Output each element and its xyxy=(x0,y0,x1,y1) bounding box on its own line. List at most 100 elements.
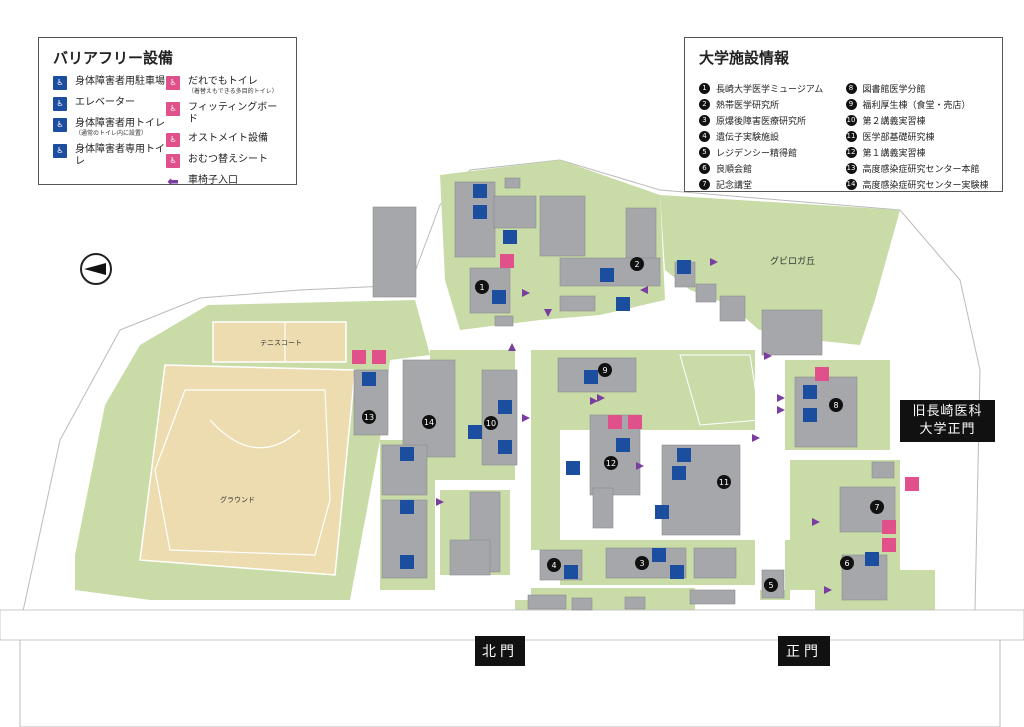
legend-label: エレベーター xyxy=(75,97,135,108)
building-number-marker: 10 xyxy=(484,416,498,430)
legend-label: 車椅子入口 xyxy=(188,175,239,186)
hill-green-area xyxy=(660,195,900,345)
facility-number: 12 xyxy=(845,146,857,158)
ostomate-icon: ♿ xyxy=(166,133,181,147)
facility-item: 10 第２講義実習棟 xyxy=(845,112,993,128)
building-11 xyxy=(661,444,741,536)
building-number-marker: 4 xyxy=(547,558,561,572)
old-main-gate-label: 旧長崎医科 大学正門 xyxy=(900,400,995,442)
legend-item: ♿ エレベーター xyxy=(53,97,166,111)
facility-label: 福利厚生棟（食堂・売店） xyxy=(862,100,971,111)
facility-label: 熱帯医学研究所 xyxy=(716,100,780,111)
legend-item: ⬅ 車椅子入口 xyxy=(166,175,284,189)
facility-number: 5 xyxy=(699,146,710,158)
facility-number: 2 xyxy=(699,98,710,110)
facility-label: 第１講義実習棟 xyxy=(862,148,926,159)
facility-number: 14 xyxy=(845,178,857,190)
building-dark-north xyxy=(372,206,417,298)
legend-label: だれでもトイレ（着替えもできる多目的トイレ） xyxy=(188,76,278,95)
fitting-board-icon: ♿ xyxy=(166,102,181,116)
facility-label: 良順会館 xyxy=(716,164,753,175)
legend-item: ♿ 身体障害者専用トイレ xyxy=(53,144,166,168)
building-number-marker: 3 xyxy=(635,556,649,570)
facility-item: 9 福利厚生棟（食堂・売店） xyxy=(845,96,993,112)
diaper-sheet-icon: ♿ xyxy=(166,154,181,168)
legend-note: （通常のトイレ内に設置） xyxy=(75,130,148,137)
building-number-marker: 2 xyxy=(630,257,644,271)
facility-item: 4 遺伝子実験施設 xyxy=(699,128,846,144)
barrier-free-title: バリアフリー設備 xyxy=(53,49,174,67)
legend-label: オストメイト設備 xyxy=(188,133,269,144)
facility-item: 3 原爆後障害医療研究所 xyxy=(699,112,846,128)
building-9 xyxy=(557,357,637,393)
facility-item: 5 レジデンシー精得館 xyxy=(699,144,846,160)
legend-note: （着替えもできる多目的トイレ） xyxy=(188,88,278,95)
building-number-marker: 11 xyxy=(717,475,731,489)
facility-label: 遺伝子実験施設 xyxy=(716,132,780,143)
universal-toilet-icon: ♿ xyxy=(166,76,181,90)
building-number-marker: 5 xyxy=(764,578,778,592)
legend-label: 身体障害者専用トイレ xyxy=(75,144,165,167)
facility-label: レジデンシー精得館 xyxy=(716,148,798,159)
legend-item: ♿ おむつ替えシート xyxy=(166,154,284,168)
building-number-marker: 14 xyxy=(422,415,436,429)
legend-label: 身体障害者用駐車場 xyxy=(75,76,165,87)
tennis-court xyxy=(212,321,347,363)
north-arrow-icon xyxy=(80,253,112,285)
main-gate-label: 正門 xyxy=(778,636,830,666)
legend-item: ♿ オストメイト設備 xyxy=(166,133,284,147)
facility-number: 13 xyxy=(845,162,857,174)
facility-number: 6 xyxy=(699,162,710,174)
facility-label: 第２講義実習棟 xyxy=(862,116,926,127)
building-14 xyxy=(402,359,456,458)
facility-label: 原爆後障害医療研究所 xyxy=(716,116,807,127)
facility-number: 4 xyxy=(699,130,710,142)
facility-label: 長崎大学医学ミュージアム xyxy=(716,84,824,95)
barrier-free-legend: バリアフリー設備 ♿身体障害者用駐車場♿エレベーター♿身体障害者用トイレ（通常の… xyxy=(38,37,297,189)
building-number-marker: 9 xyxy=(598,363,612,377)
legend-label: 身体障害者用トイレ（通常のトイレ内に設置） xyxy=(75,118,165,137)
facility-label: 図書館医学分館 xyxy=(862,84,926,95)
elevator-icon: ♿ xyxy=(53,97,67,111)
north-gate-label: 北門 xyxy=(475,636,525,666)
legend-label: フィッティングボード xyxy=(188,102,278,125)
building-number-marker: 8 xyxy=(829,398,843,412)
hill-label: グビロガ丘 xyxy=(770,257,816,267)
old-gate-line2: 大学正門 xyxy=(919,422,976,437)
facility-number: 8 xyxy=(845,82,857,94)
legend-item: ♿ 身体障害者用駐車場 xyxy=(53,76,166,90)
facility-item: 12 第１講義実習棟 xyxy=(845,144,993,160)
wheelchair-entrance-arrow-icon: ⬅ xyxy=(167,174,179,190)
facility-number: 9 xyxy=(845,98,857,110)
building-number-marker: 6 xyxy=(840,556,854,570)
facility-item: 2 熱帯医学研究所 xyxy=(699,96,846,112)
sports-ground xyxy=(139,364,356,576)
facility-item: 1 長崎大学医学ミュージアム xyxy=(699,80,846,96)
parking-accessible-icon: ♿ xyxy=(53,76,67,90)
legend-label: おむつ替えシート xyxy=(188,154,269,165)
facility-number: 10 xyxy=(845,114,857,126)
facility-number: 1 xyxy=(699,82,710,94)
tennis-court-label: テニスコート xyxy=(260,339,302,347)
legend-item: ♿ だれでもトイレ（着替えもできる多目的トイレ） xyxy=(166,76,284,95)
legend-item: ♿ フィッティングボード xyxy=(166,102,284,126)
facility-item: 8 図書館医学分館 xyxy=(845,80,993,96)
old-gate-line1: 旧長崎医科 xyxy=(912,404,983,419)
building-number-marker: 7 xyxy=(870,500,884,514)
facility-label: 記念講堂 xyxy=(716,180,753,191)
ground-label: グラウンド xyxy=(220,496,255,504)
facility-item: 13 高度感染症研究センター本館 xyxy=(845,160,993,176)
accessible-toilet-icon: ♿ xyxy=(53,118,67,132)
facility-number: 11 xyxy=(845,130,857,142)
facilities-title: 大学施設情報 xyxy=(699,49,790,67)
facility-label: 高度感染症研究センター本館 xyxy=(862,164,980,175)
building-number-marker: 1 xyxy=(475,280,489,294)
facility-number: 3 xyxy=(699,114,710,126)
building-number-marker: 12 xyxy=(604,456,618,470)
accessible-only-toilet-icon: ♿ xyxy=(53,144,67,158)
building-number-marker: 13 xyxy=(362,410,376,424)
